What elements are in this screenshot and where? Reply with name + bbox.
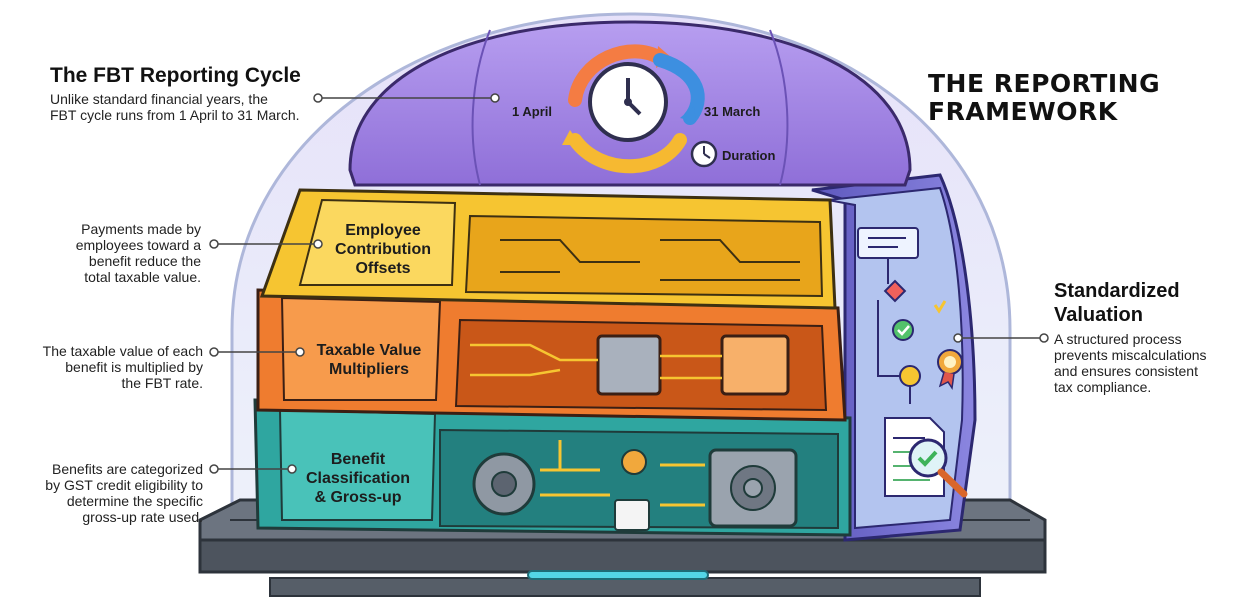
framework-title: THE REPORTING FRAMEWORK: [928, 70, 1160, 126]
employee-layer-label: Employee Contribution Offsets: [318, 221, 448, 278]
employee-contribution-description: Payments made by employees toward a bene…: [30, 221, 201, 285]
employee-contribution-line: benefit reduce the: [88, 253, 201, 269]
taxable-value-line: the FBT rate.: [121, 375, 203, 391]
benefit-classification-line: Benefits are categorized: [52, 461, 203, 477]
fbt-cycle-line: FBT cycle runs from 1 April to 31 March.: [50, 107, 300, 123]
employee-contribution-layer: [259, 188, 837, 310]
employee-contribution-line: total taxable value.: [84, 269, 201, 285]
standardized-valuation-title-line: Valuation: [1054, 304, 1143, 326]
benefit-classification-description: Benefits are categorized by GST credit e…: [10, 461, 203, 525]
framework-title-line: THE REPORTING: [928, 69, 1161, 98]
taxable-value-line: benefit is multiplied by: [65, 359, 203, 375]
standardized-valuation-title-line: Standardized: [1054, 280, 1180, 302]
employee-contribution-line: employees toward a: [75, 237, 201, 253]
end-date-label: 31 March: [704, 104, 761, 119]
benefit-layer-label-line: Classification: [305, 470, 411, 487]
fbt-cycle-description: Unlike standard financial years, the FBT…: [50, 91, 300, 123]
standardized-valuation-description: A structured process prevents miscalcula…: [1054, 331, 1207, 395]
standardized-valuation-line: tax compliance.: [1054, 379, 1152, 395]
benefit-classification-line: determine the specific: [66, 493, 203, 509]
fbt-cycle-title: The FBT Reporting Cycle: [50, 64, 301, 87]
benefit-layer-label-line: & Gross-up: [314, 489, 402, 506]
taxable-value-layer: [256, 288, 847, 422]
employee-layer-label-line: Offsets: [355, 260, 411, 277]
standardized-valuation-line: A structured process: [1054, 331, 1182, 347]
taxable-layer-label: Taxable Value Multipliers: [294, 341, 444, 379]
benefit-layer-label-line: Benefit: [330, 451, 386, 468]
callout-connectors: [209, 93, 1049, 474]
valuation-side-panel: [811, 173, 977, 542]
framework-title-line: FRAMEWORK: [928, 97, 1118, 126]
start-date-label: 1 April: [512, 104, 552, 119]
employee-contribution-line: Payments made by: [81, 221, 201, 237]
employee-layer-label-line: Contribution: [335, 241, 431, 258]
taxable-value-line: The taxable value of each: [42, 343, 203, 359]
benefit-classification-line: gross-up rate used.: [82, 509, 203, 525]
taxable-layer-label-line: Multipliers: [328, 361, 409, 378]
fbt-cycle-line: Unlike standard financial years, the: [50, 91, 268, 107]
fbt-cycle-dome: [348, 20, 912, 187]
standardized-valuation-title: Standardized Valuation: [1054, 279, 1180, 327]
taxable-layer-label-line: Taxable Value: [316, 342, 422, 359]
employee-layer-label-line: Employee: [345, 222, 421, 239]
duration-label: Duration: [722, 148, 776, 163]
standardized-valuation-line: and ensures consistent: [1054, 363, 1198, 379]
benefit-classification-line: by GST credit eligibility to: [45, 477, 203, 493]
standardized-valuation-line: prevents miscalculations: [1054, 347, 1207, 363]
benefit-classification-layer: [253, 398, 852, 537]
taxable-value-description: The taxable value of each benefit is mul…: [10, 343, 203, 391]
benefit-layer-label: Benefit Classification & Gross-up: [290, 450, 426, 507]
